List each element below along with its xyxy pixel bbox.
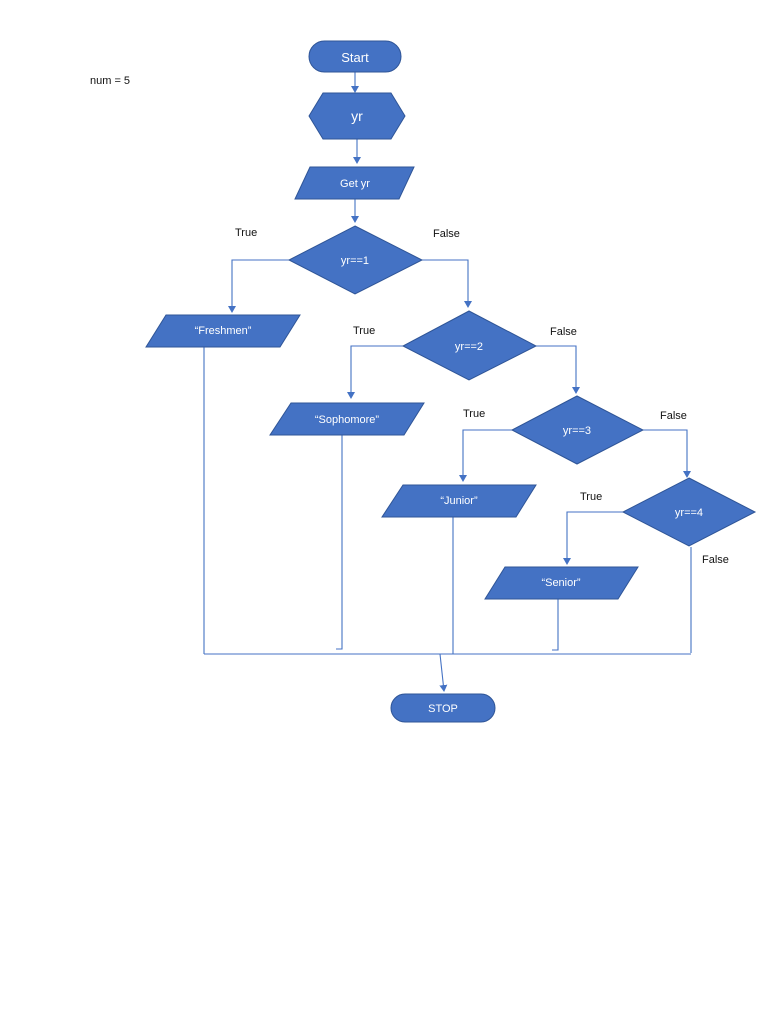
output-4-label: “Senior”: [541, 577, 580, 589]
stop-label: STOP: [428, 703, 458, 715]
decision-1-true-label: True: [235, 227, 257, 239]
input-var-node: yr: [308, 92, 406, 140]
decision-4-false-label: False: [702, 554, 729, 566]
decision-1-label: yr==1: [341, 255, 369, 267]
decision-3-label: yr==3: [563, 425, 591, 437]
decision-2-label: yr==2: [455, 341, 483, 353]
connector-merge-stop: [439, 653, 448, 692]
output-1-node: “Freshmen”: [145, 314, 301, 348]
decision-2-node: yr==2: [401, 310, 538, 381]
decision-4-label: yr==4: [675, 507, 703, 519]
connector-decision4-true: [563, 511, 623, 565]
variable-note: num = 5: [90, 75, 130, 87]
decision-1-node: yr==1: [287, 225, 424, 295]
get-input-node: Get yr: [294, 166, 415, 200]
input-var-label: yr: [351, 108, 363, 124]
decision-2-true-label: True: [353, 325, 375, 337]
branch-labels: True False True False True False True Fa…: [235, 227, 729, 566]
start-node: Start: [308, 40, 402, 73]
connector-decision2-false: [536, 345, 580, 394]
connector-sophomore-down: [336, 435, 343, 650]
decision-3-node: yr==3: [510, 395, 645, 465]
output-2-node: “Sophomore”: [269, 402, 425, 436]
output-3-node: “Junior”: [381, 484, 537, 518]
decision-2-false-label: False: [550, 326, 577, 338]
decision-4-true-label: True: [580, 491, 602, 503]
connector-decision1-false: [422, 259, 472, 308]
output-1-label: “Freshmen”: [195, 325, 252, 337]
decision-3-true-label: True: [463, 408, 485, 420]
connector-decision3-true: [459, 429, 512, 482]
stop-node: STOP: [390, 693, 496, 723]
connector-decision1-true: [228, 259, 289, 313]
decision-4-node: yr==4: [621, 477, 757, 547]
connectors: [203, 72, 692, 692]
connector-decision2-true: [347, 345, 403, 399]
connector-decision3-false: [643, 429, 691, 478]
output-2-label: “Sophomore”: [315, 414, 380, 426]
get-input-label: Get yr: [340, 178, 370, 190]
decision-3-false-label: False: [660, 410, 687, 422]
output-3-label: “Junior”: [440, 495, 478, 507]
decision-1-false-label: False: [433, 228, 460, 240]
start-label: Start: [341, 50, 369, 65]
output-4-node: “Senior”: [484, 566, 639, 600]
connector-senior-down: [552, 599, 559, 651]
